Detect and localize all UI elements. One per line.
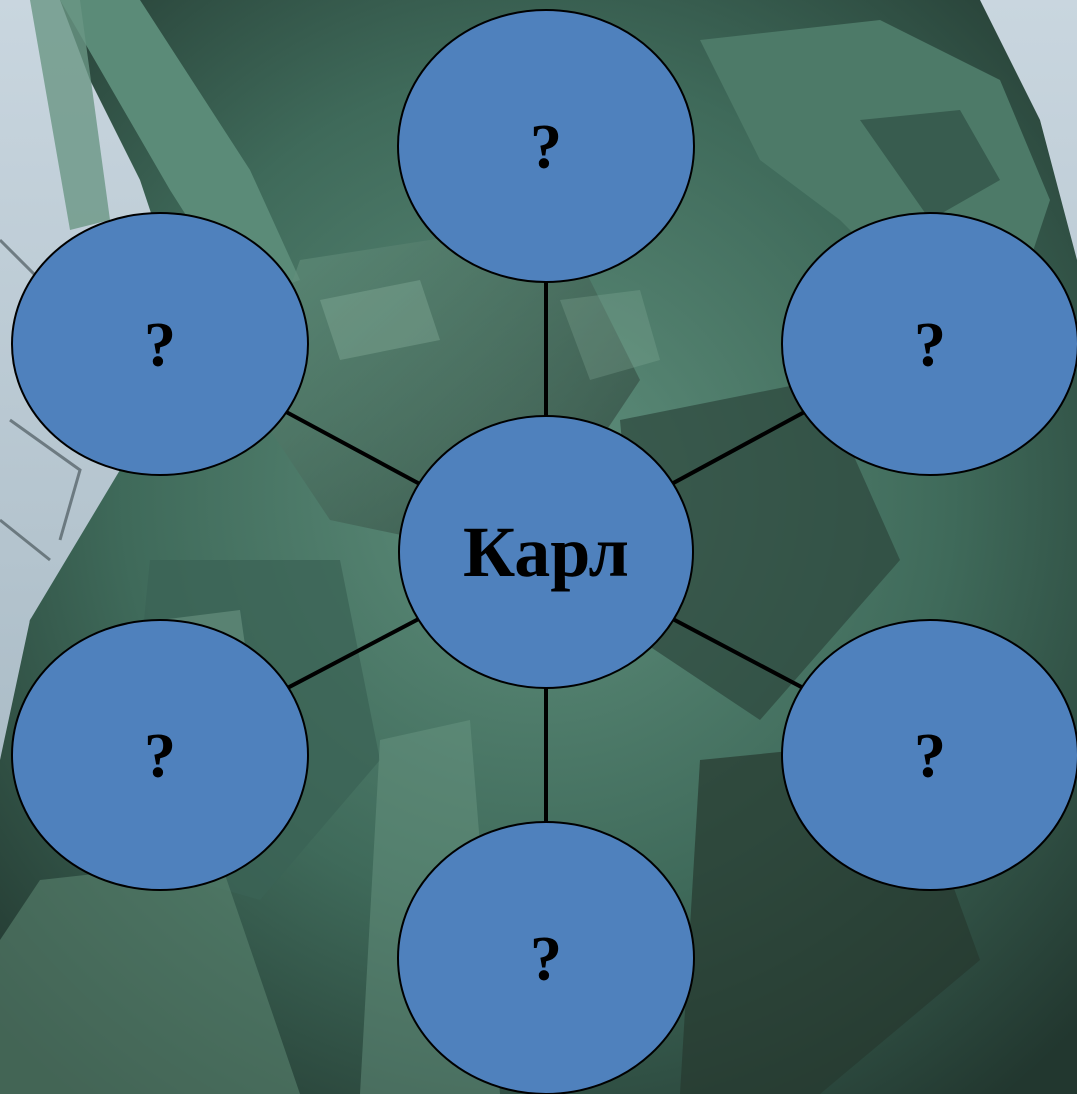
diagram-nodes: Карл?????? (12, 10, 1077, 1094)
center-node: Карл (399, 416, 693, 688)
branch-node-3: ? (782, 213, 1077, 475)
center-node-label: Карл (463, 512, 629, 592)
branch-node-1: ? (398, 10, 694, 282)
branch-node-5-label: ? (914, 720, 946, 791)
branch-node-4: ? (12, 620, 308, 890)
branch-node-6-label: ? (530, 923, 562, 994)
branch-node-6: ? (398, 822, 694, 1094)
branch-node-5: ? (782, 620, 1077, 890)
branch-node-1-label: ? (530, 111, 562, 182)
branch-node-4-label: ? (144, 720, 176, 791)
branch-node-3-label: ? (914, 309, 946, 380)
branch-node-2: ? (12, 213, 308, 475)
branch-node-2-label: ? (144, 309, 176, 380)
